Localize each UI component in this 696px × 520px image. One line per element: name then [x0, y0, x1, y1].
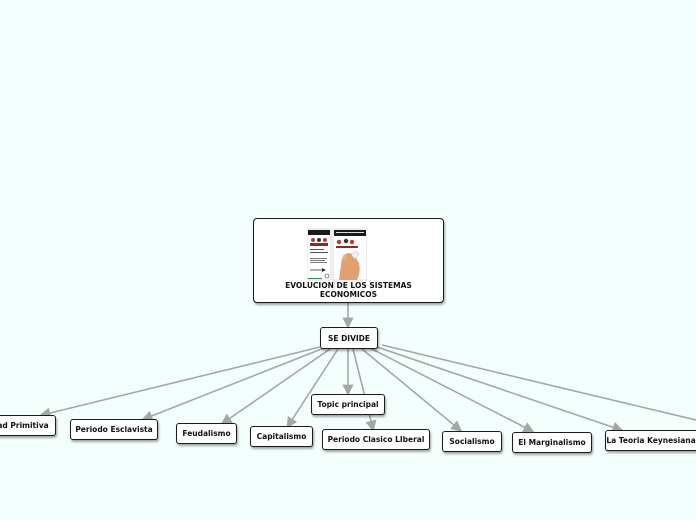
feudalismo-node[interactable]: Feudalismo	[176, 423, 237, 444]
connector-hub-offscreen	[382, 345, 696, 420]
connector-hub-to-el-marginalismo	[370, 348, 532, 431]
socialismo-node[interactable]: Socialismo	[442, 431, 502, 452]
topic-principal-node[interactable]: Topic principal	[311, 394, 385, 415]
connector-hub-to-periodo-clasico-liberal	[353, 349, 373, 429]
central-topic[interactable]: EVOLUCION DE LOS SISTEMAS ECONOMICOS	[253, 218, 444, 303]
el-marginalismo-node[interactable]: El Marginalismo	[512, 432, 592, 453]
periodo-clasico-liberal-node[interactable]: Periodo Clasico LIberal	[322, 429, 430, 450]
connector-hub-to-teoria-keynesiana	[377, 347, 621, 430]
teoria-keynesiana-node[interactable]: La Teoria Keynesiana	[605, 430, 696, 451]
economic-systems-illustration	[307, 228, 367, 282]
comunidad-primitiva-node[interactable]: ad Primitiva	[0, 415, 56, 436]
capitalismo-node[interactable]: Capitalismo	[250, 426, 313, 447]
central-topic-title: EVOLUCION DE LOS SISTEMAS ECONOMICOS	[254, 281, 443, 299]
connector-hub-to-socialismo	[362, 349, 460, 430]
periodo-esclavista-node[interactable]: Periodo Esclavista	[70, 419, 158, 440]
se-divide-node[interactable]: SE DIVIDE	[320, 327, 378, 349]
